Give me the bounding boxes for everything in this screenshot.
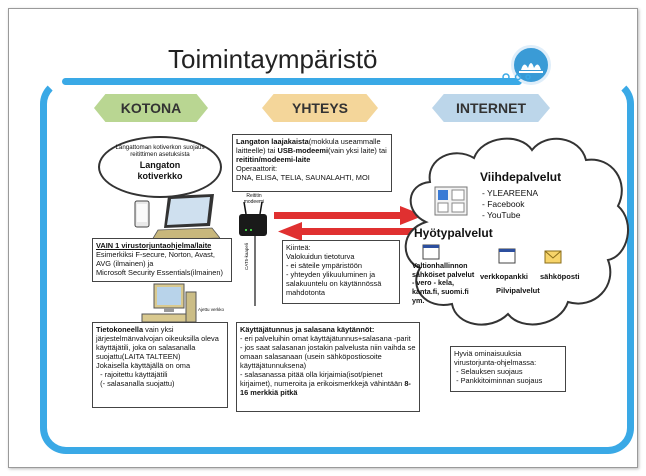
entertainment-item-2: - Facebook <box>482 199 525 209</box>
fixed-l1: Valokuidun tietoturva <box>286 252 355 262</box>
window-apps-icon <box>434 186 468 221</box>
bank-text: verkkopankki <box>480 272 528 281</box>
header-internet: INTERNET <box>432 94 550 122</box>
antivirus-title: VAIN 1 virustorjuntaohjelma/laite <box>96 241 212 250</box>
arrow-from-internet-icon <box>278 222 428 249</box>
internet-cloud-shape <box>396 126 632 343</box>
computer-title: Tietokoneella <box>96 325 144 334</box>
password-l2: - jos saat salasanan jostakin palvelusta… <box>240 343 416 371</box>
antivirus-l2: Microsoft Security Essentials(ilmainen) <box>96 268 223 278</box>
bank-window-icon <box>498 248 516 269</box>
blue-frame <box>40 78 634 454</box>
gov-services-text: Valtionhallinnon sähköiset palvelut - ve… <box>412 261 475 305</box>
password-l3-bold: 8-16 merkkiä pitkä <box>240 379 411 398</box>
password-title: Käyttäjätunnus ja salasana käytännöt: <box>240 325 375 334</box>
connection-l1-c: (vain yksi laite) tai <box>328 146 387 156</box>
computer-l1: vain yksi järjestelmänvalvojan oikeuksil… <box>96 325 219 362</box>
connection-l3: Operaattorit: <box>236 164 278 174</box>
header-kotona-label: KOTONA <box>120 100 182 116</box>
computer-accounts-box: Tietokoneella vain yksi järjestelmänvalv… <box>92 322 228 408</box>
header-kotona: KOTONA <box>94 94 208 122</box>
cloud-services-text: Pilvipalvelut <box>496 286 540 295</box>
fixed-l3: - yhteyden ylikuuluminen ja salakuuntelu… <box>286 270 382 298</box>
arrow-to-internet-icon <box>274 206 424 241</box>
fixed-l2: - ei säteile ympäristöön <box>286 261 362 271</box>
connection-l1: (mokkula useammalle laitteelle) tai <box>236 137 381 156</box>
home-network-bubble <box>98 136 222 198</box>
dots-decoration-icon <box>500 70 540 89</box>
connection-info-box: Langaton laajakaista(mokkula useammalle … <box>232 134 392 192</box>
computer-l3: - rajoitettu käyttäjätili <box>100 370 168 380</box>
computer-l4: (- salasanalla suojattu) <box>100 379 175 389</box>
email-envelope-icon <box>544 250 562 269</box>
email-text: sähköposti <box>540 272 580 281</box>
home-bubble-small-text: Langattoman kotiverkon suojaus reitittim… <box>115 144 205 159</box>
home-bubble-title: Langaton kotiverkko <box>137 160 183 181</box>
antivirus-box: VAIN 1 virustorjuntaohjelma/laite Esimer… <box>92 238 232 282</box>
av-feature-2: - Pankkitoiminnan suojaus <box>456 376 543 386</box>
connection-l4: DNA, ELISA, TELIA, SAUNALAHTI, MOI <box>236 173 370 183</box>
header-internet-label: INTERNET <box>456 100 526 116</box>
page-title: Toimintaympäristö <box>168 44 378 74</box>
av-features-title: Hyviä ominaisuuksia virustorjunta-ohjelm… <box>454 349 537 368</box>
router-icon <box>236 200 270 245</box>
connection-l1-usb: USB-modeemi <box>277 146 329 156</box>
header-yhteys-label: YHTEYS <box>291 100 348 116</box>
cable2-label: Ajettu verkko <box>198 307 225 312</box>
antivirus-l1: Esimerkiksi F-secure, Norton, Avast, AVG… <box>96 250 215 269</box>
password-practices-box: Käyttäjätunnus ja salasana käytännöt: - … <box>236 322 420 412</box>
header-yhteys: YHTEYS <box>262 94 378 122</box>
cable-line <box>252 236 258 311</box>
fixed-connection-box: Kiinteä: Valokuidun tietoturva - ei säte… <box>282 240 400 304</box>
connection-l1-bold: Langaton laajakaista <box>236 137 309 146</box>
router-label: Reititin modeemi <box>243 193 265 205</box>
computer-l2: Jokaisella käyttäjällä on oma <box>96 361 191 371</box>
password-l3: - salasanassa pitää olla kirjaimia(isot/… <box>240 370 405 389</box>
frame-top-line <box>62 78 522 85</box>
cable-label: CAT5-kaapeli <box>244 243 249 270</box>
smartphone-icon <box>134 200 150 233</box>
fixed-title: Kiinteä: <box>286 243 311 252</box>
entertainment-item-3: - YouTube <box>482 210 521 220</box>
connection-l2: reititin/modeemi-laite <box>236 155 311 165</box>
logo-icon <box>511 45 551 85</box>
password-l1: - eri palveluihin omat käyttäjätunnus+sa… <box>240 334 411 344</box>
gov-window-icon <box>422 244 440 265</box>
av-feature-1: - Selauksen suojaus <box>456 367 523 377</box>
entertainment-title: Viihdepalvelut <box>480 170 562 184</box>
av-features-box: Hyviä ominaisuuksia virustorjunta-ohjelm… <box>450 346 566 392</box>
entertainment-item-1: - YLEAREENA <box>482 188 539 198</box>
utility-title: Hyötypalvelut <box>414 226 493 240</box>
